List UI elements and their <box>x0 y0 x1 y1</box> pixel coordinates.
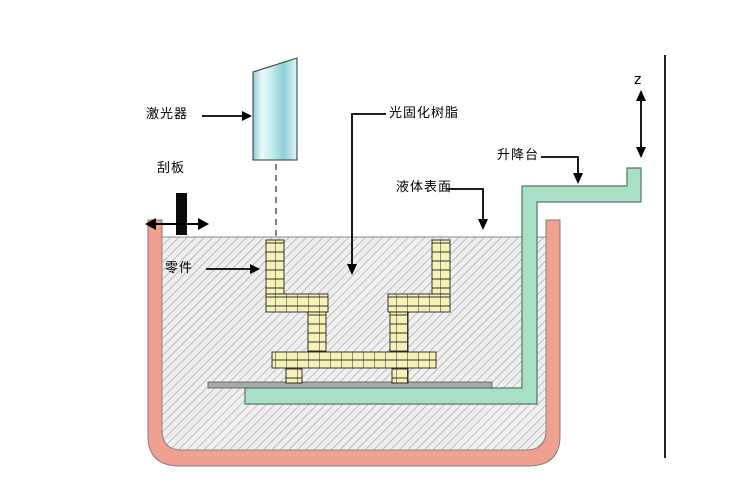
part-block <box>271 351 437 369</box>
scraper-blade <box>176 193 187 235</box>
liquid-surface-label-arrow <box>447 188 488 230</box>
scraper-motion-arrow <box>145 218 209 230</box>
part-block <box>307 311 327 353</box>
part-block <box>431 239 451 295</box>
label-laser: 激光器 <box>146 107 189 122</box>
label-part: 零件 <box>165 261 194 276</box>
laser-body <box>252 57 298 161</box>
label-z-axis: z <box>634 72 642 88</box>
resin-label-arrow <box>347 113 386 275</box>
z-axis-arrow <box>636 90 646 158</box>
label-liquid-surface: 液体表面 <box>396 180 453 195</box>
part-block <box>285 367 303 384</box>
label-scraper: 刮板 <box>157 161 186 176</box>
laser-label-arrow <box>202 111 252 121</box>
part-block <box>391 367 409 384</box>
part-label-arrow <box>206 264 260 274</box>
part-block <box>265 239 285 295</box>
elevator-platform <box>244 167 642 405</box>
part-structure <box>265 239 451 384</box>
build-plate <box>207 381 493 389</box>
part-block <box>387 293 451 313</box>
part-block <box>265 293 329 313</box>
part-block <box>389 311 409 353</box>
annotation-arrows <box>202 111 583 275</box>
label-elevator: 升降台 <box>497 148 540 163</box>
label-resin: 光固化树脂 <box>389 106 460 121</box>
elevator-label-arrow <box>541 156 583 184</box>
